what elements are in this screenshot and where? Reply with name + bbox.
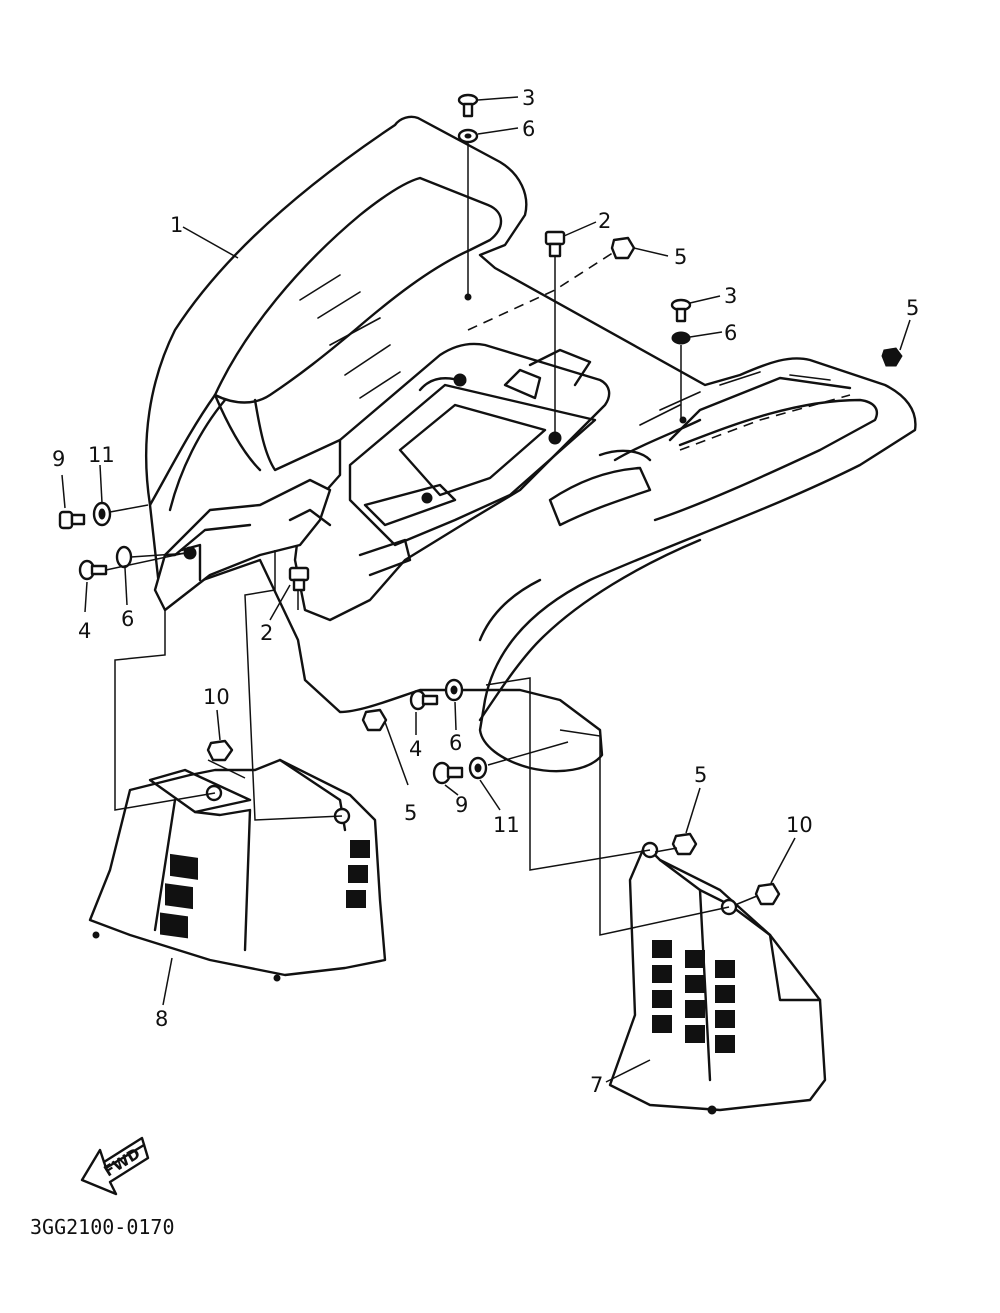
callout-2-left: 2: [260, 621, 273, 645]
screw-3-top: [457, 93, 479, 118]
left-mud-flap: [88, 758, 387, 982]
callout-1: 1: [170, 213, 183, 237]
callout-6-top: 6: [522, 117, 535, 141]
callout-numbers: 1 2 2 3 3 4 4 5 5 5 5 6 6 6 6 7 8 9 9 10…: [52, 86, 919, 1097]
screw-4-left: [78, 559, 108, 581]
assembly-lines: [105, 142, 758, 936]
nut-10-left: [206, 739, 234, 762]
nut-5-left-flap: [361, 708, 388, 732]
screw-3-right: [670, 298, 692, 323]
callout-4-mid: 4: [409, 737, 422, 761]
callout-2-center: 2: [598, 209, 611, 233]
nut-5-right-flap: [671, 832, 698, 856]
callout-8: 8: [155, 1007, 168, 1031]
bolt-2-center: [544, 230, 566, 258]
callout-11-mid: 11: [493, 813, 520, 837]
forward-arrow-icon: FWD: [80, 1136, 150, 1196]
callout-5-right-flap: 5: [694, 763, 707, 787]
callout-9-left: 9: [52, 447, 65, 471]
callout-11-left: 11: [88, 443, 115, 467]
washer-6-top: [457, 128, 479, 144]
callout-3-top: 3: [522, 86, 535, 110]
callout-7: 7: [590, 1073, 603, 1097]
washer-6-left: [115, 545, 133, 569]
callout-9-mid: 9: [455, 793, 468, 817]
right-mud-flap: [608, 841, 827, 1115]
callout-4-left: 4: [78, 619, 91, 643]
callout-6-left: 6: [121, 607, 134, 631]
callout-5-right: 5: [906, 296, 919, 320]
drawing-code: 3GG2100-0170: [30, 1215, 175, 1239]
callout-6-right: 6: [724, 321, 737, 345]
bolt-9-left: [58, 510, 86, 530]
callout-10-left: 10: [203, 685, 230, 709]
callout-5-top: 5: [674, 245, 687, 269]
callout-3-right: 3: [724, 284, 737, 308]
washer-11-mid: [468, 756, 488, 780]
callout-leaders: [61, 96, 911, 1083]
fasteners: [58, 93, 903, 906]
callout-5-left-flap: 5: [404, 801, 417, 825]
washer-11-left: [92, 501, 112, 527]
callout-6-mid: 6: [449, 731, 462, 755]
nut-5-right: [881, 347, 903, 367]
washer-6-mid: [444, 678, 464, 702]
rear-fender: [145, 115, 917, 773]
bolt-9-mid: [432, 761, 464, 785]
screw-4-mid: [409, 689, 439, 711]
callout-10-right: 10: [786, 813, 813, 837]
nut-5-top: [610, 236, 636, 260]
bolt-2-left: [288, 566, 310, 592]
nut-10-right: [754, 882, 781, 906]
washer-6-right: [671, 331, 691, 345]
